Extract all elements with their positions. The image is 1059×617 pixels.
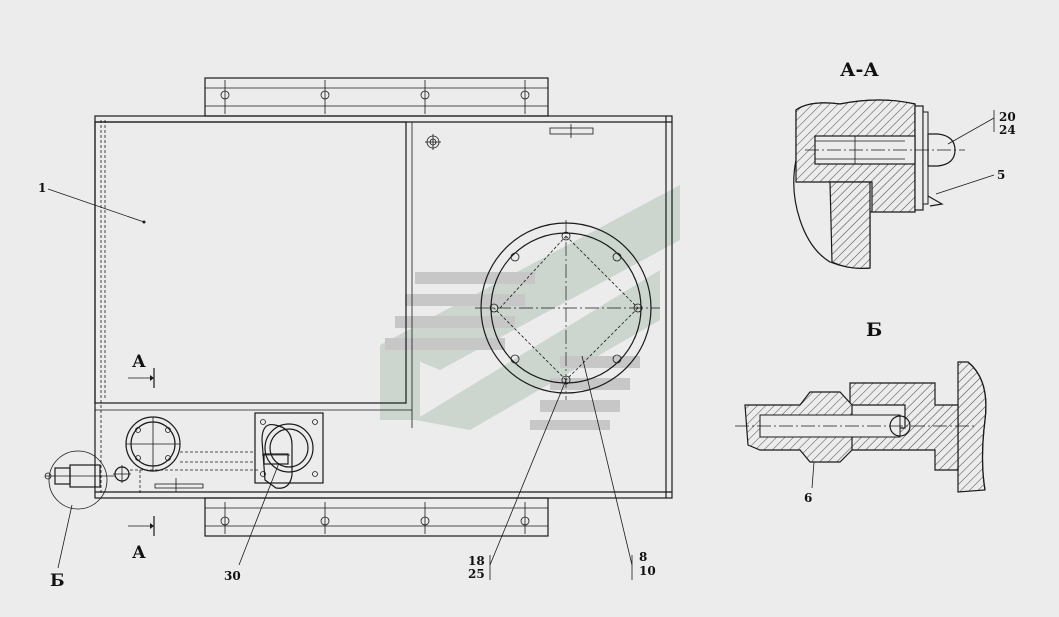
label-pos-5: 5 [997,168,1005,182]
section-line-a [128,368,155,536]
watermark-logo [380,185,680,430]
detail-b-callout-circle [48,450,108,510]
inspection-hatch-flange [475,220,660,400]
label-pos-20: 20 [999,110,1016,124]
detail-b-view [735,361,987,493]
flange-bolt-holes [489,231,643,385]
leader-pos-20 [947,117,995,145]
bottom-mounting-bracket [204,497,549,537]
tank-body [94,115,673,499]
filler-valve [254,412,324,489]
top-mounting-bracket [204,77,549,117]
label-section-aa-title: А-А [840,59,879,81]
label-detail-b-callout: Б [50,571,65,591]
label-pos-30: 30 [224,569,241,583]
side-drain-valve [44,450,260,510]
label-pos-18: 18 [468,554,485,568]
label-section-mark-bottom: А [132,543,146,563]
label-pos-1: 1 [38,181,46,195]
label-pos-10: 10 [639,564,656,578]
label-section-mark-top: А [132,352,146,372]
section-aa-view [793,99,965,269]
leader-lines [47,188,633,580]
label-pos-6: 6 [804,491,812,505]
label-pos-24: 24 [999,123,1016,137]
leader-pos-5 [935,174,995,195]
label-pos-8: 8 [639,550,647,564]
bracket-bolt-holes [220,80,530,114]
label-detail-b-title: Б [866,319,882,341]
drain-flange [125,416,255,472]
label-pos-25: 25 [468,567,485,581]
